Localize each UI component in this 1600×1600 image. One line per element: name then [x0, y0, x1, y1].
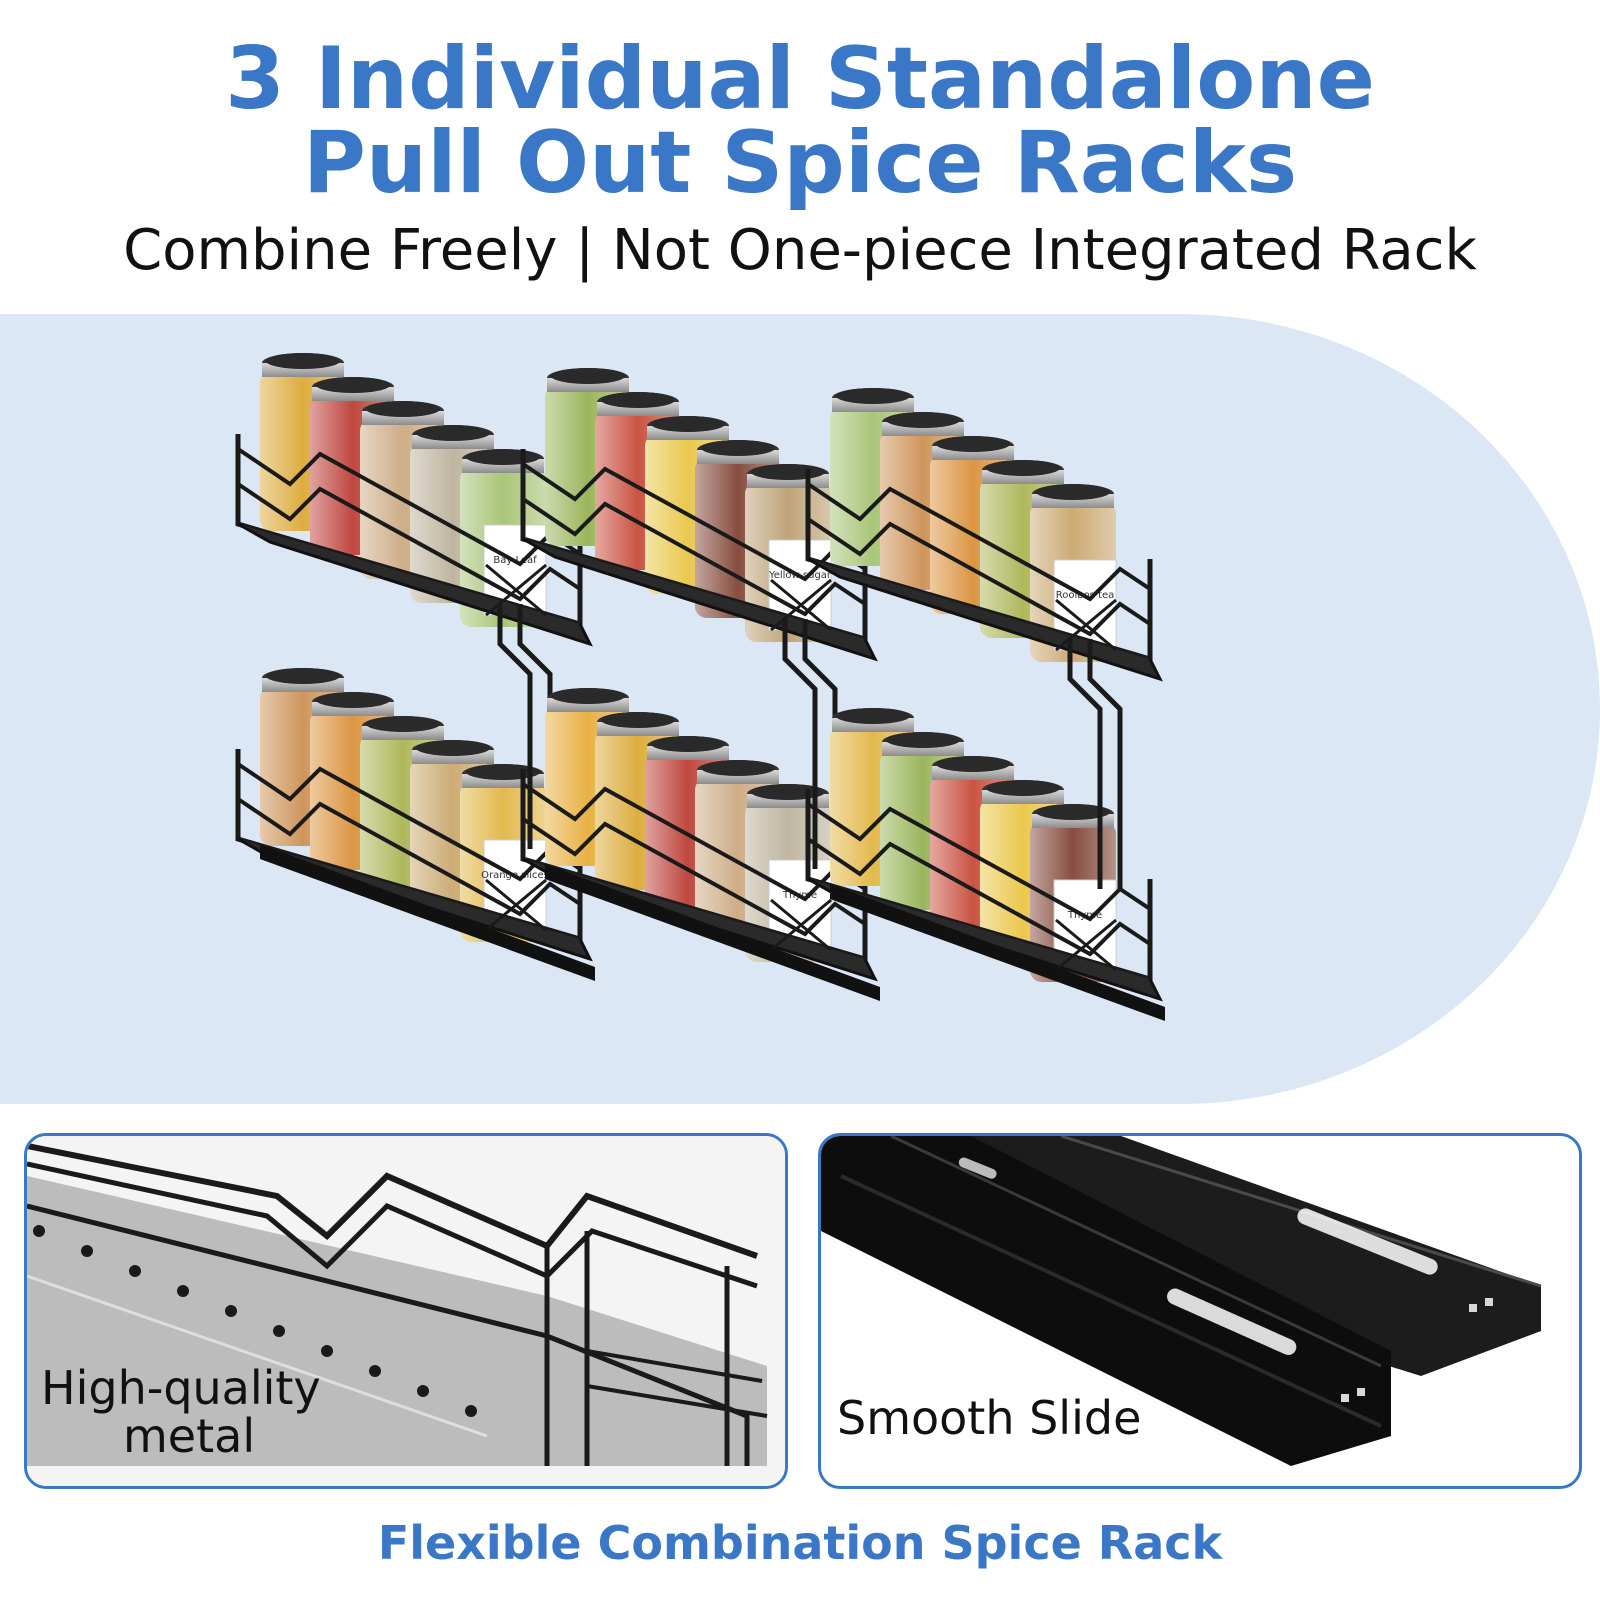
hero-background-shape	[0, 314, 1600, 1104]
rack-3-top: Rooibos tea	[805, 388, 1163, 682]
slide-rail	[545, 864, 880, 1001]
slide-label: Smooth Slide	[837, 1391, 1142, 1445]
slide-rail-illustration	[821, 1136, 1579, 1486]
rack-2-bot: Thyme	[520, 688, 880, 1001]
rack-post	[782, 619, 818, 869]
slide-rail	[260, 844, 595, 981]
metal-closeup-illustration	[27, 1136, 785, 1486]
rack-3-bot: Thyme	[805, 708, 1165, 1021]
headline-line-2: Pull Out Spice Racks	[302, 113, 1298, 213]
metal-label-line-2: metal	[123, 1409, 256, 1463]
metal-label-line-1: High-quality	[41, 1361, 321, 1415]
feature-panel-metal: High-quality metal	[24, 1133, 788, 1489]
subtitle: Combine Freely | Not One-piece Integrate…	[123, 218, 1477, 283]
rack-1-top: Bay Leaf	[235, 353, 593, 647]
rack-post	[497, 604, 533, 849]
headline-line-1: 3 Individual Standalone	[225, 29, 1375, 129]
rack-post	[1067, 639, 1103, 889]
feature-panel-slide: Smooth Slide	[818, 1133, 1582, 1489]
slide-rail	[830, 884, 1165, 1021]
rack-post	[1087, 639, 1123, 889]
footer-caption: Flexible Combination Spice Rack	[377, 1516, 1223, 1570]
